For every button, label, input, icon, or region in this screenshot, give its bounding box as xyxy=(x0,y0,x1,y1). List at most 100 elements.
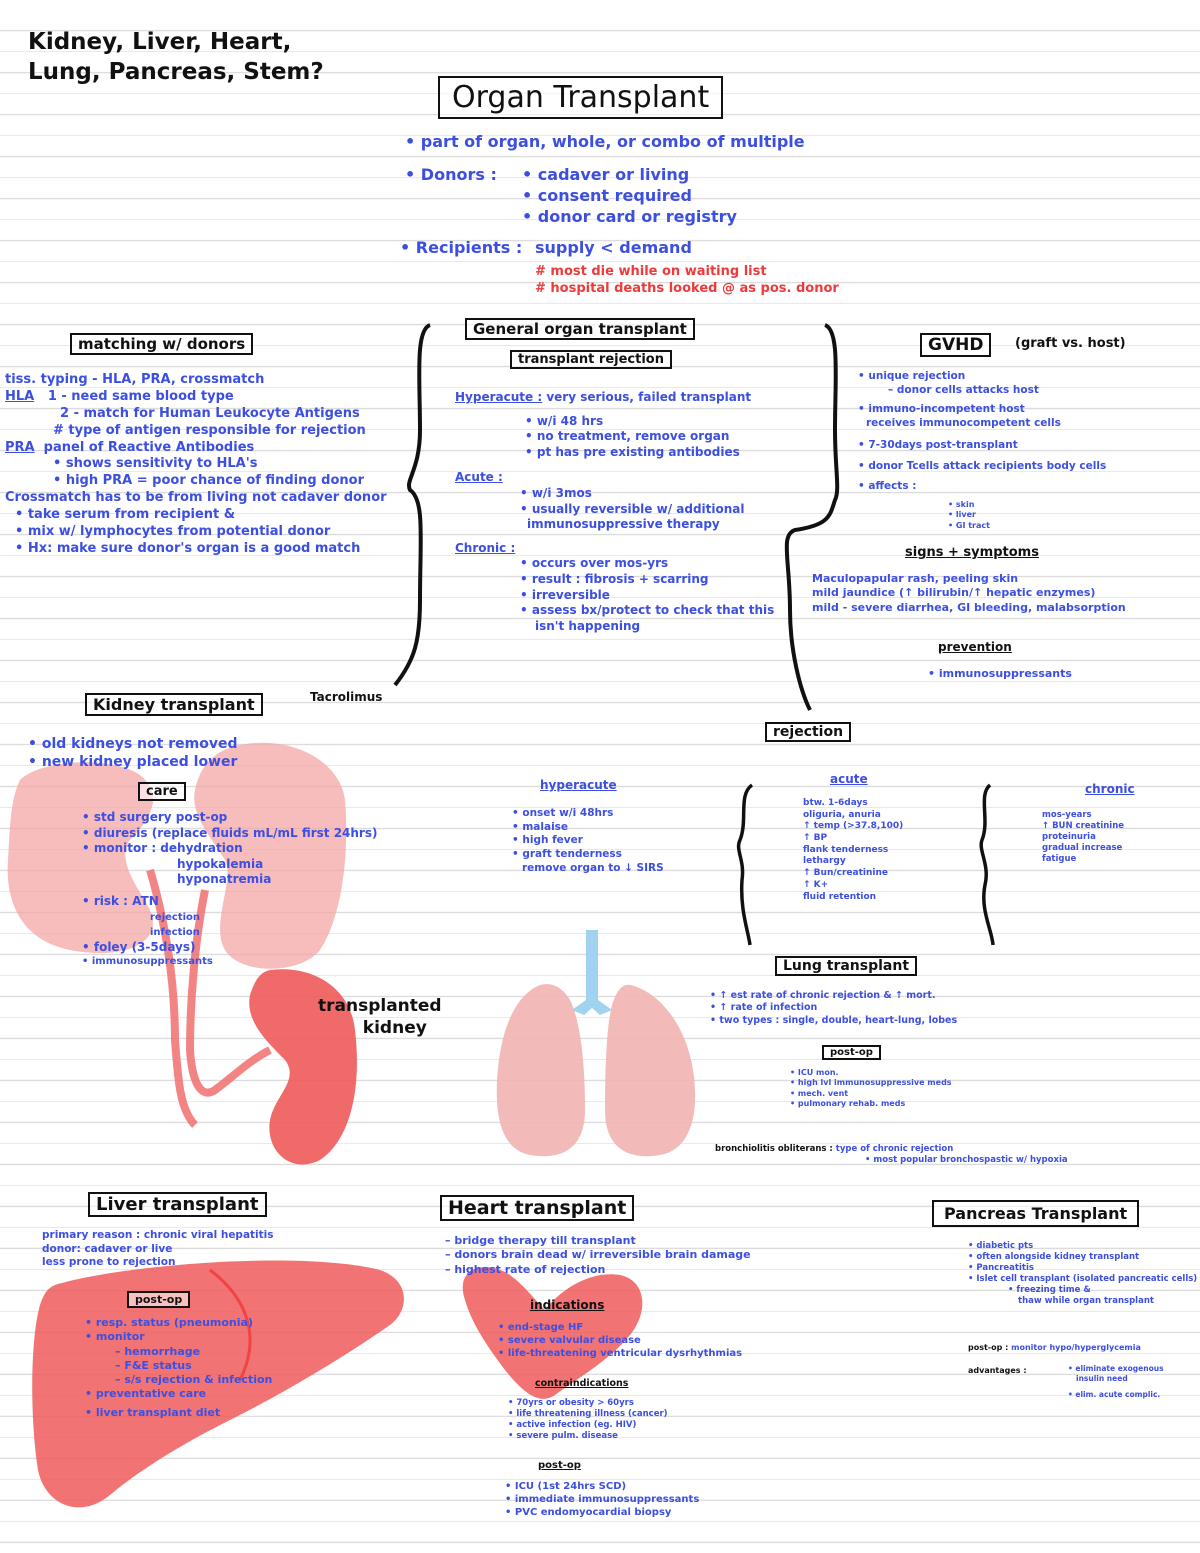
gvhd-affects-item: • liver xyxy=(948,510,976,520)
gvhd-affects-item: • skin xyxy=(948,500,975,509)
pancreas-line: • freezing time & xyxy=(1008,1285,1091,1296)
lung-postop-item: • high lvl immunosuppressive meds xyxy=(790,1078,952,1088)
rejection-hyper-item: remove organ to ↓ SIRS xyxy=(522,861,664,874)
general-line: • result : fibrosis + scarring xyxy=(520,571,709,586)
pancreas-advantage-item: • eliminate exogenous xyxy=(1068,1364,1164,1373)
gvhd-sign: Maculopapular rash, peeling skin xyxy=(812,572,1019,585)
gvhd-affects-item: • GI tract xyxy=(948,520,990,530)
pancreas-advantages-label: advantages : xyxy=(968,1366,1027,1375)
rejection-hyper-item: • malaise xyxy=(512,820,569,833)
donors-list: • cadaver or living • consent required •… xyxy=(522,165,737,227)
liver-postop-item: • resp. status (pneumonia) xyxy=(85,1316,253,1329)
lung-postop-title: post-op xyxy=(822,1045,881,1060)
heart-contra-item: • 70yrs or obesity > 60yrs xyxy=(508,1398,634,1408)
intro-section: • part of organ, whole, or combo of mult… xyxy=(405,132,805,153)
gvhd-sign: mild jaundice (↑ bilirubin/↑ hepatic enz… xyxy=(812,586,1096,600)
rejection-acute-item: btw. 1-6days xyxy=(803,798,868,808)
recipient-note: # hospital deaths looked @ as pos. donor xyxy=(535,280,839,296)
matching-line: • take serum from recipient & xyxy=(15,507,236,523)
kidney-care-item: rejection xyxy=(150,911,201,923)
bronchiolitis-text: type of chronic rejection xyxy=(835,1144,954,1154)
rejection-acute-list: btw. 1-6days oliguria, anuria ↑ temp (>3… xyxy=(803,798,903,903)
gvhd-line: • immuno-incompetent host xyxy=(858,403,1025,416)
rejection-chronic-title: chronic xyxy=(1085,782,1135,796)
kidney-line: • old kidneys not removed xyxy=(28,736,238,752)
general-section: Hyperacute : very serious, failed transp… xyxy=(455,390,774,634)
heart-postop-title: post-op xyxy=(538,1460,581,1471)
tacrolimus-label: Tacrolimus xyxy=(310,690,383,704)
rejection-acute-item: fluid retention xyxy=(803,891,877,902)
heart-contra-item: • severe pulm. disease xyxy=(508,1431,618,1442)
general-line: • occurs over mos-yrs xyxy=(520,556,669,571)
pancreas-advantage-item: insulin need xyxy=(1076,1373,1128,1383)
lung-line: • ↑ est rate of chronic rejection & ↑ mo… xyxy=(710,990,936,1001)
gvhd-prevention-title: prevention xyxy=(938,640,1012,654)
gvhd-line: • donor Tcells attack recipients body ce… xyxy=(858,460,1107,473)
recipients-label: • Recipients : xyxy=(400,238,523,257)
pancreas-line: thaw while organ transplant xyxy=(1018,1296,1154,1307)
rejection-chronic-item: proteinuria xyxy=(1042,832,1096,843)
gvhd-title: GVHD xyxy=(920,333,992,357)
lung-right-shape xyxy=(605,984,696,1157)
transplanted-kidney-shape xyxy=(249,969,357,1165)
rejection-hyper-list: • onset w/i 48hrs • malaise • high fever… xyxy=(512,807,664,875)
rejection-acute-item: oliguria, anuria xyxy=(803,809,881,820)
heart-postop-item: • ICU (1st 24hrs SCD) xyxy=(505,1481,627,1492)
heart-postop-list: • ICU (1st 24hrs SCD) • immediate immuno… xyxy=(505,1480,699,1519)
gvhd-line: • affects : xyxy=(858,479,917,492)
heart-indications-title: indications xyxy=(530,1298,605,1312)
liver-postop-item: • monitor xyxy=(85,1330,145,1344)
heart-contra-item: • active infection (eg. HIV) xyxy=(508,1420,637,1431)
kidney-section: • old kidneys not removed • new kidney p… xyxy=(28,735,237,771)
rejection-chronic-list: mos-years ↑ BUN creatinine proteinuria g… xyxy=(1042,810,1124,865)
liver-title: Liver transplant xyxy=(88,1192,267,1217)
liver-postop-item: – F&E status xyxy=(115,1358,192,1372)
page-title: Organ Transplant xyxy=(438,76,724,119)
heart-postop-item: • PVC endomyocardial biopsy xyxy=(505,1507,672,1518)
hla-line-1: 1 - need same blood type xyxy=(47,388,234,404)
heart-line: – highest rate of rejection xyxy=(445,1262,606,1276)
hyperacute-label: Hyperacute : xyxy=(455,390,543,404)
matching-line: 2 - match for Human Leukocyte Antigens xyxy=(60,405,360,421)
heart-title: Heart transplant xyxy=(440,1195,635,1221)
lung-section: • ↑ est rate of chronic rejection & ↑ mo… xyxy=(710,990,957,1027)
matching-line: HLA 1 - need same blood type xyxy=(5,389,387,406)
bronchiolitis-label: bronchiolitis obliterans : xyxy=(715,1144,833,1154)
top-left-note: Kidney, Liver, Heart, Lung, Pancreas, St… xyxy=(28,28,324,88)
ureter-left-shape xyxy=(146,868,199,1128)
gvhd-sign: mild - severe diarrhea, GI bleeding, mal… xyxy=(812,600,1126,614)
recipient-note: # most die while on waiting list xyxy=(535,264,767,279)
liver-postop-item: – hemorrhage xyxy=(115,1344,201,1358)
rejection-chronic-item: ↑ BUN creatinine xyxy=(1042,821,1125,832)
heart-indication-item: • end-stage HF xyxy=(498,1322,584,1333)
rejection-hyper-item: • graft tenderness xyxy=(512,847,622,860)
rejection-hyper-title: hyperacute xyxy=(540,778,617,792)
lung-line: • two types : single, double, heart-lung… xyxy=(710,1014,958,1026)
intro-line-1: • part of organ, whole, or combo of mult… xyxy=(405,132,805,151)
matching-line: tiss. typing - HLA, PRA, crossmatch xyxy=(5,372,265,387)
gvhd-line: • unique rejection xyxy=(858,370,966,382)
liver-postop-item: • liver transplant diet xyxy=(85,1405,221,1419)
kidney-care-item: hyponatremia xyxy=(177,872,272,887)
liver-postop-list: • resp. status (pneumonia) • monitor – h… xyxy=(85,1316,272,1420)
gvhd-affects-list: • skin • liver • GI tract xyxy=(948,500,990,531)
gvhd-section: • unique rejection – donor cells attacks… xyxy=(858,370,1106,493)
kidney-care-item: hypokalemia xyxy=(177,856,264,871)
heart-contra-item: • life threatening illness (cancer) xyxy=(508,1409,668,1420)
ureter-right-shape xyxy=(185,889,272,1097)
kidney-line: • new kidney placed lower xyxy=(28,754,238,771)
matching-line: • shows sensitivity to HLA's xyxy=(53,456,258,472)
pancreas-section: • diabetic pts • often alongside kidney … xyxy=(968,1241,1197,1307)
kidney-care-item: infection xyxy=(150,926,200,938)
kidney-care-item: • foley (3-5days) xyxy=(82,939,196,954)
lung-title: Lung transplant xyxy=(775,956,918,976)
rejection-chronic-item: fatigue xyxy=(1042,854,1077,865)
rejection-hyper-item: • onset w/i 48hrs xyxy=(512,807,614,819)
kidney-title: Kidney transplant xyxy=(85,693,263,716)
liver-line: less prone to rejection xyxy=(42,1256,176,1269)
lung-line: • ↑ rate of infection xyxy=(710,1002,818,1014)
liver-section: primary reason : chronic viral hepatitis… xyxy=(42,1229,274,1270)
gvhd-signs-title: signs + symptoms xyxy=(905,545,1039,560)
rejection-acute-item: flank tenderness xyxy=(803,844,889,855)
